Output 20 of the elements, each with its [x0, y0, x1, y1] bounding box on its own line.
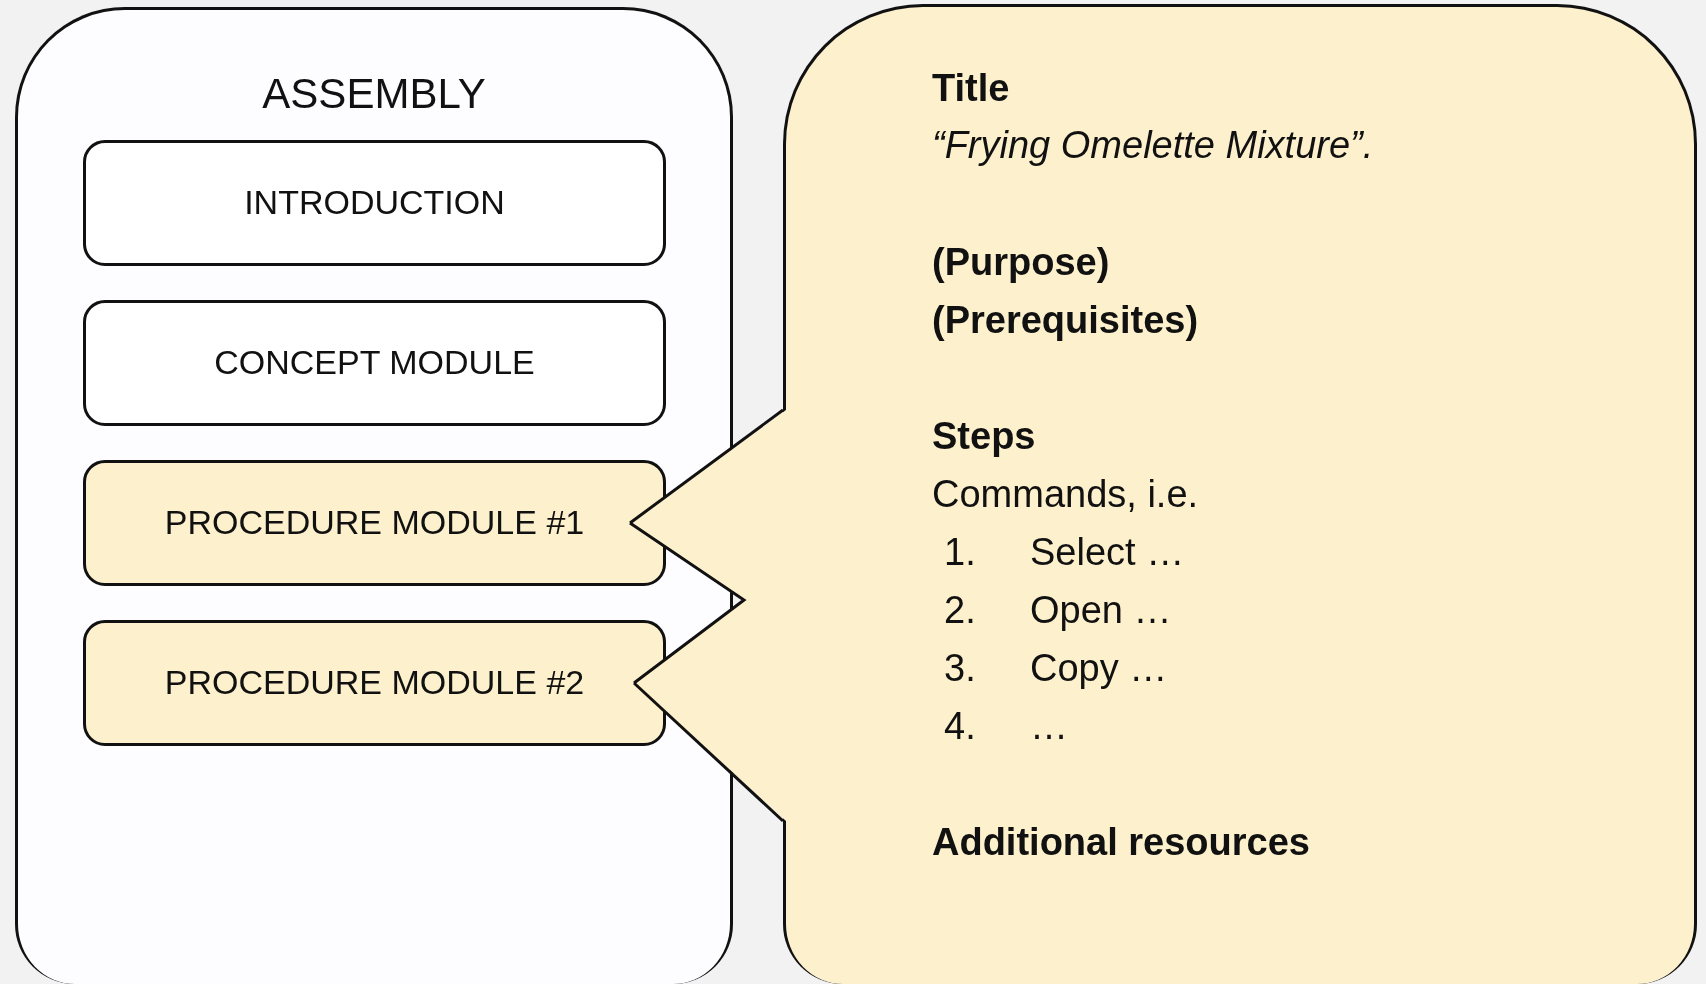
- heading: Title: [932, 67, 1010, 110]
- heading: Additional resources: [932, 821, 1310, 864]
- list-item: 4. …: [944, 705, 1068, 748]
- module-box: [83, 300, 666, 426]
- body-text: Commands, i.e.: [932, 473, 1199, 516]
- module-label: CONCEPT MODULE: [213, 343, 536, 382]
- module-label: PROCEDURE MODULE #2: [163, 663, 586, 702]
- module-label: INTRODUCTION: [243, 183, 506, 222]
- heading: Steps: [932, 415, 1036, 458]
- module-label: PROCEDURE MODULE #1: [163, 503, 586, 542]
- list-item: 2. Open …: [944, 589, 1172, 632]
- module-box: [83, 140, 666, 266]
- callout-bubble: [783, 4, 1697, 984]
- heading: (Purpose): [932, 241, 1110, 284]
- panel-title: ASSEMBLY: [261, 70, 487, 118]
- title-text: “Frying Omelette Mixture”.: [932, 124, 1374, 167]
- list-item: 3. Copy …: [944, 647, 1168, 690]
- assembly-panel: [15, 7, 733, 984]
- list-item: 1. Select …: [944, 531, 1185, 574]
- heading: (Prerequisites): [932, 299, 1199, 342]
